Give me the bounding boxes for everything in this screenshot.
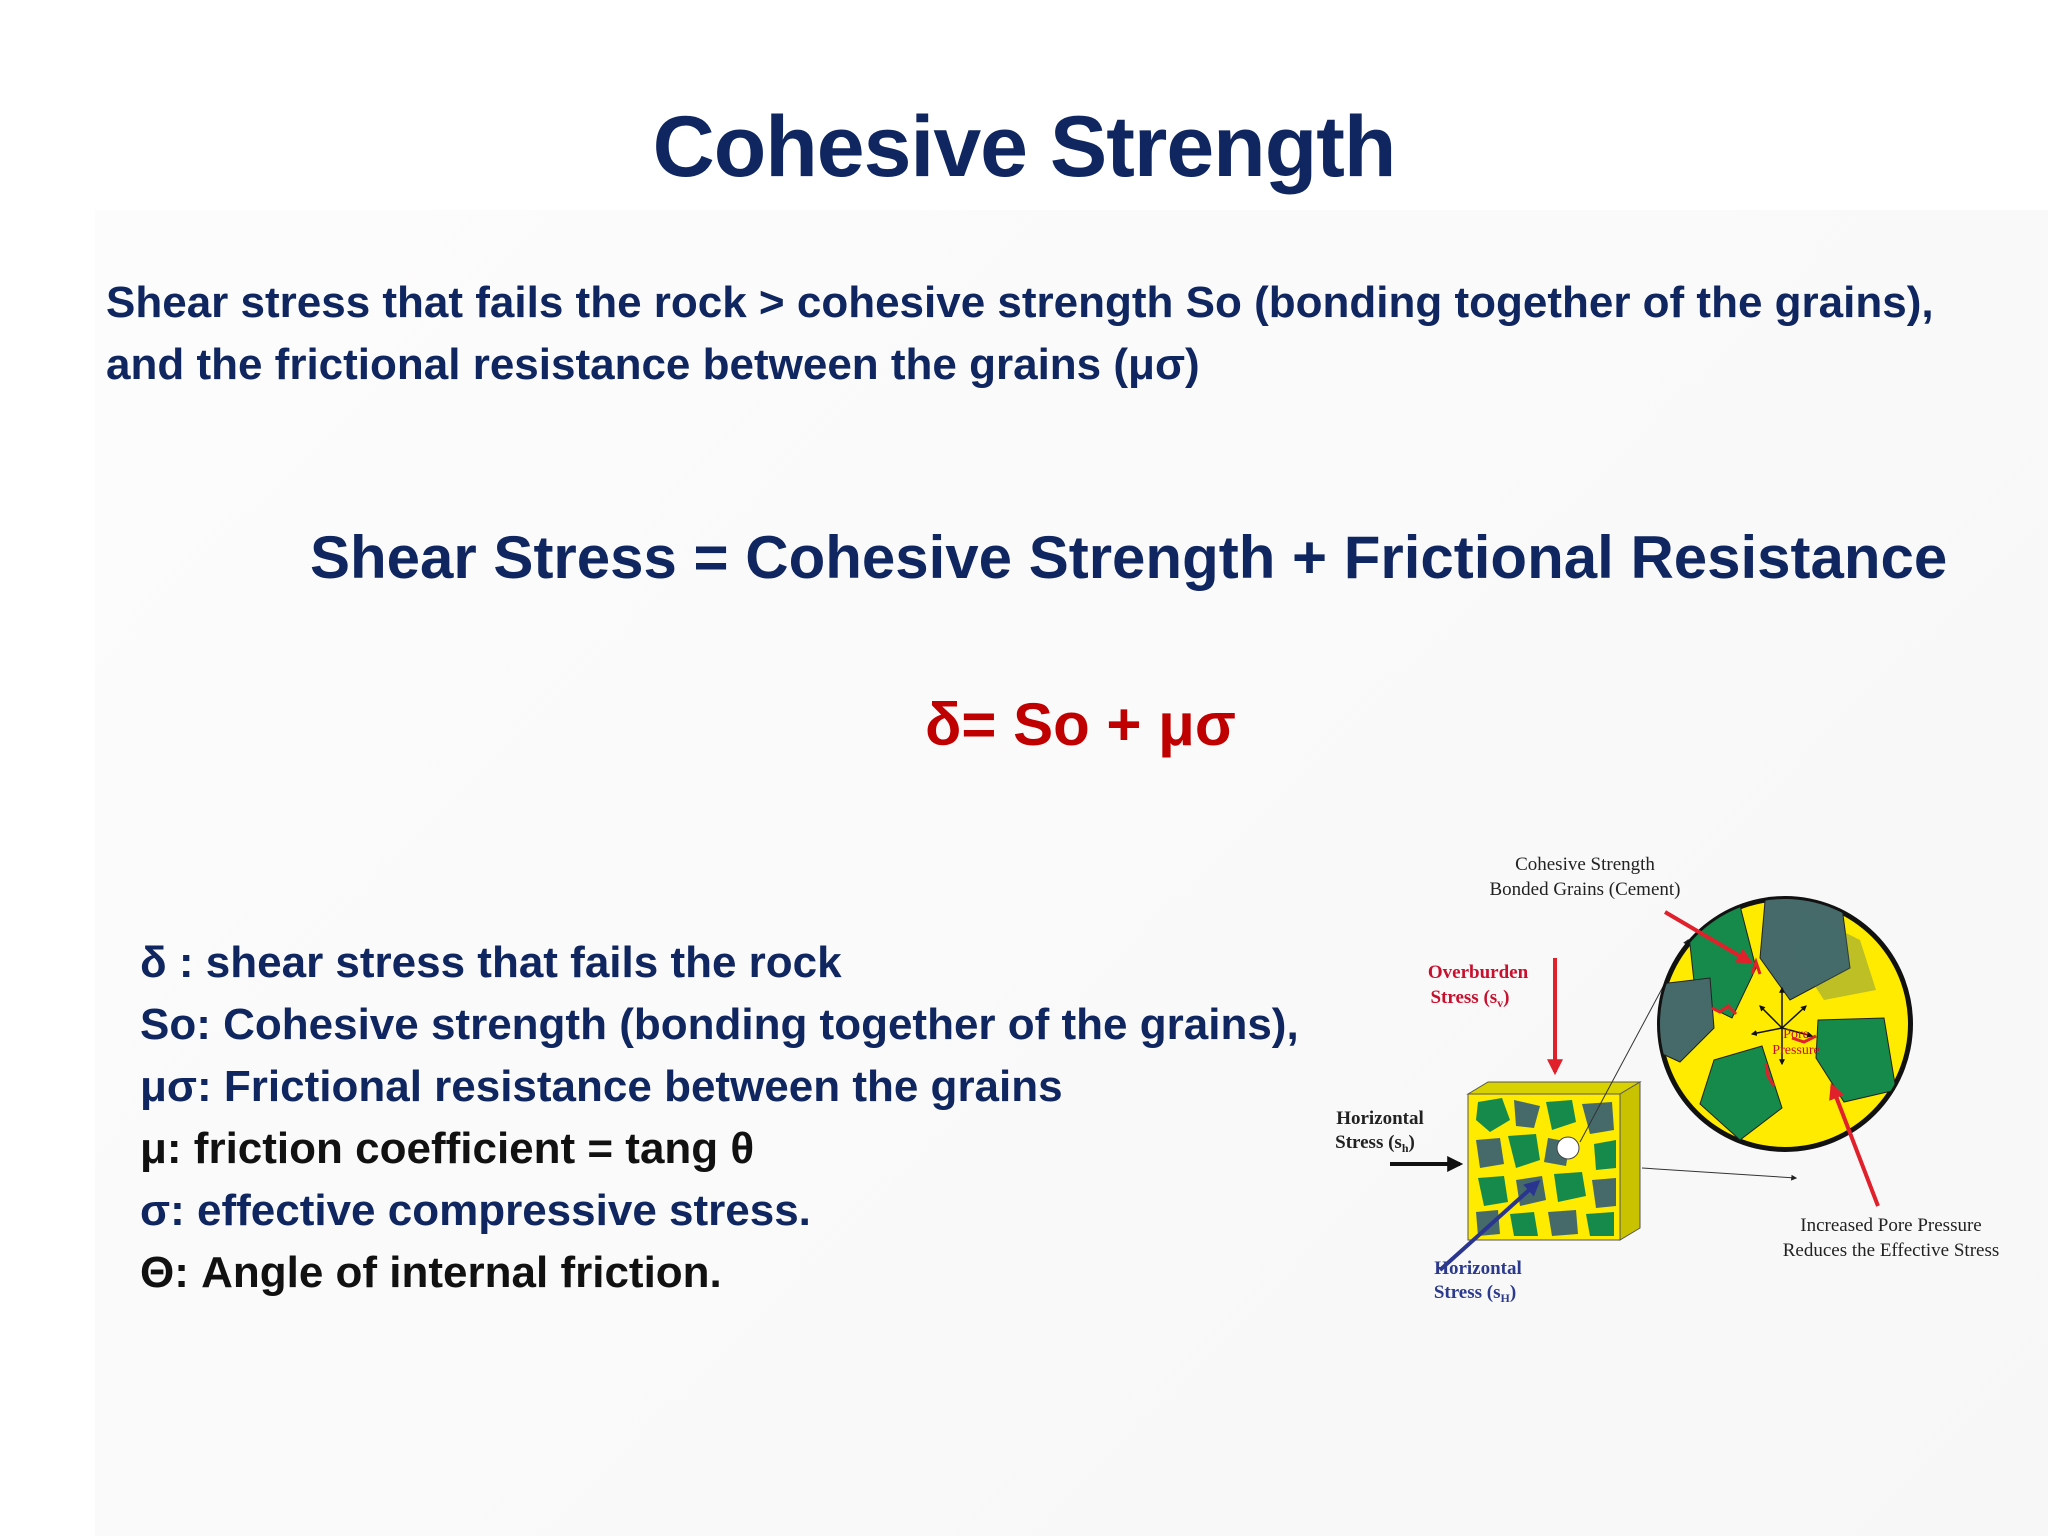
increased-pore-label: Increased Pore Pressure [1800,1215,1981,1236]
pore-pressure-arrow [1829,1083,1880,1207]
zoom-connector [1641,1167,1798,1181]
horizontal-H-label: Horizontal [1434,1258,1522,1279]
definition-item: μσ: Frictional resistance between the gr… [140,1062,1063,1111]
pore-label: Pressure [1772,1043,1819,1058]
horizontal-h-label: Horizontal [1336,1108,1424,1129]
rock-block [1466,1081,1642,1241]
horizontal-H-label: Stress (sH) [1434,1282,1516,1305]
cohesive-label: Cohesive Strength [1515,854,1655,875]
overburden-label: Overburden [1428,962,1529,983]
definition-item: δ : shear stress that fails the rock [140,938,842,987]
rock-stress-illustration: Cohesive Strength Bonded Grains (Cement)… [1335,854,2000,1305]
formula: δ= So + μσ [925,691,1236,758]
intro-line: Shear stress that fails the rock > cohes… [106,278,1934,327]
horizontal-H-arrow [1438,1179,1541,1272]
horizontal-h-label: Stress (sh) [1335,1132,1415,1155]
pore-label: Pore [1783,1027,1809,1042]
overburden-label: Stress (sv) [1430,987,1509,1010]
definition-item: σ: effective compressive stress. [140,1186,811,1235]
cement-arrow [1663,910,1753,964]
equation-words: Shear Stress = Cohesive Strength + Frict… [310,524,1948,591]
increased-pore-label: Reduces the Effective Stress [1783,1240,2000,1261]
cohesive-label: Bonded Grains (Cement) [1489,879,1680,900]
intro-text: Shear stress that fails the rock > cohes… [106,272,2006,396]
intro-line: and the frictional resistance between th… [106,340,1200,389]
definition-item: So: Cohesive strength (bonding together … [140,1000,1299,1049]
slide-title: Cohesive Strength [652,99,1397,195]
definitions-list: δ : shear stress that fails the rock So:… [140,932,1340,1304]
definition-item: Θ: Angle of internal friction. [140,1248,722,1297]
grain-closeup-circle: Pore Pressure [1657,896,1913,1152]
definition-item: μ: friction coefficient = tang θ [140,1124,755,1173]
slide-background [95,210,2048,1536]
rock-stress-diagram: Cohesive Strength Bonded Grains (Cement)… [1320,850,2040,1320]
